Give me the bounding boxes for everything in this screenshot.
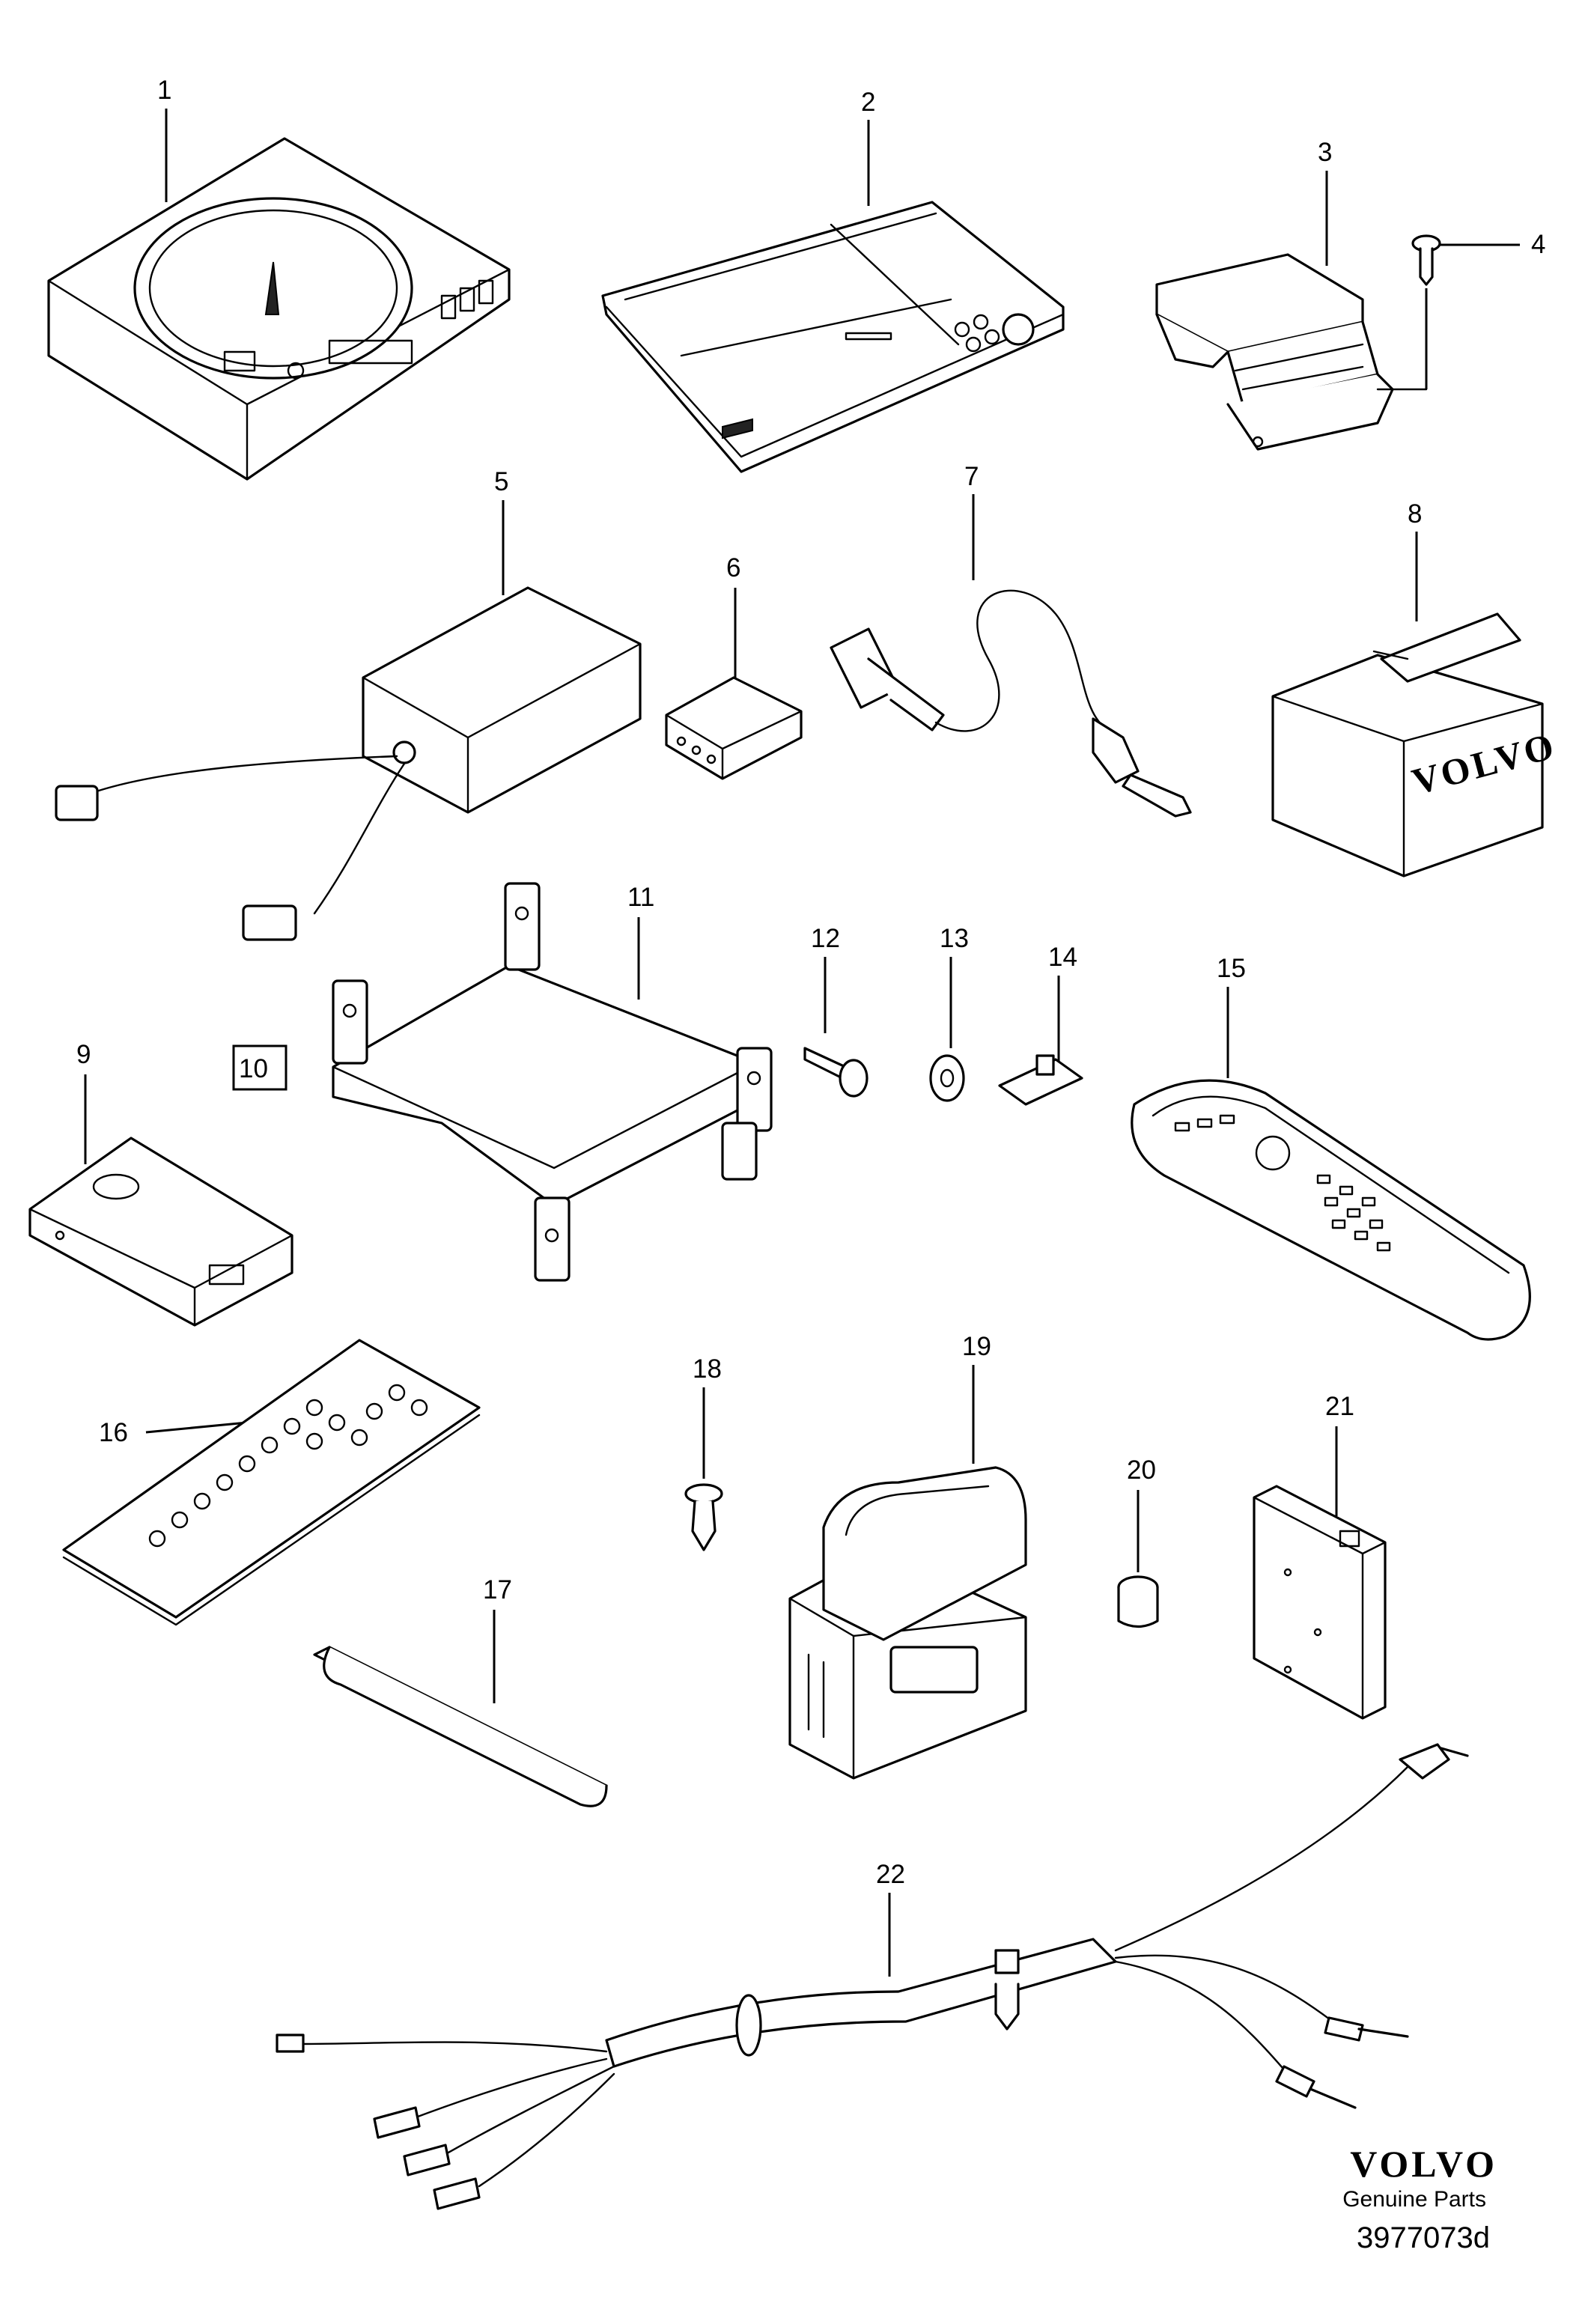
callout-17: 17 <box>483 1575 512 1604</box>
callout-22: 22 <box>876 1860 905 1889</box>
part-16-keypad-sheet: 16 <box>62 1339 481 1626</box>
callout-3: 3 <box>1318 138 1332 167</box>
callout-1: 1 <box>157 76 171 105</box>
part-5-power-box: 5 <box>55 467 642 941</box>
part-14-clip-nut: 14 <box>998 943 1083 1106</box>
footer-subtitle: Genuine Parts <box>1342 2187 1486 2212</box>
part-13-washer: 13 <box>929 924 969 1102</box>
part-4-screw: 4 <box>1376 230 1545 391</box>
part-10-reference: 10 <box>232 1044 288 1091</box>
part-20-cap: 20 <box>1117 1455 1159 1628</box>
part-11-bracket: 11 <box>332 882 773 1282</box>
callout-13: 13 <box>940 924 969 953</box>
part-3-pouch: 3 <box>1155 138 1394 451</box>
callout-14: 14 <box>1048 943 1077 972</box>
callout-10-box <box>232 1044 288 1091</box>
callout-10: 10 <box>239 1054 268 1083</box>
callout-8: 8 <box>1408 499 1422 529</box>
callout-4: 4 <box>1531 230 1545 259</box>
footer-block: VOLVO Genuine Parts 3977073d <box>1342 2143 1497 2254</box>
part-22-harness: 22 <box>276 1743 1469 2210</box>
part-1-dvd-player: 1 <box>47 76 511 481</box>
part-7-adapter-cable: 7 <box>830 462 1192 818</box>
callout-2: 2 <box>861 88 875 117</box>
part-8-volvo-box: 8 VOLVO <box>1271 499 1561 877</box>
callout-6: 6 <box>726 553 740 582</box>
callout-12: 12 <box>811 924 840 953</box>
footer-brand: VOLVO <box>1350 2143 1497 2185</box>
callout-18: 18 <box>693 1354 722 1384</box>
part-15-remote: 15 <box>1131 954 1531 1341</box>
part-2-slim-player: 2 <box>601 88 1065 473</box>
part-6-module: 6 <box>665 553 803 780</box>
part-21-card-module: 21 <box>1253 1392 1387 1720</box>
callout-5: 5 <box>494 467 508 496</box>
callout-20: 20 <box>1127 1455 1156 1485</box>
callout-7: 7 <box>964 462 979 491</box>
part-17-channel-strip: 17 <box>313 1575 608 1807</box>
footer-code: 3977073d <box>1357 2221 1490 2254</box>
part-18-push-clip: 18 <box>684 1354 723 1551</box>
callout-9: 9 <box>76 1040 91 1069</box>
callout-19: 19 <box>962 1332 991 1361</box>
part-19-holder: 19 <box>788 1332 1027 1780</box>
callout-11: 11 <box>627 883 654 912</box>
callout-15: 15 <box>1217 954 1246 983</box>
part-9-flat-module: 9 <box>28 1040 293 1327</box>
callout-16: 16 <box>99 1418 128 1447</box>
callout-21: 21 <box>1325 1392 1354 1421</box>
part-12-screw: 12 <box>803 924 868 1098</box>
